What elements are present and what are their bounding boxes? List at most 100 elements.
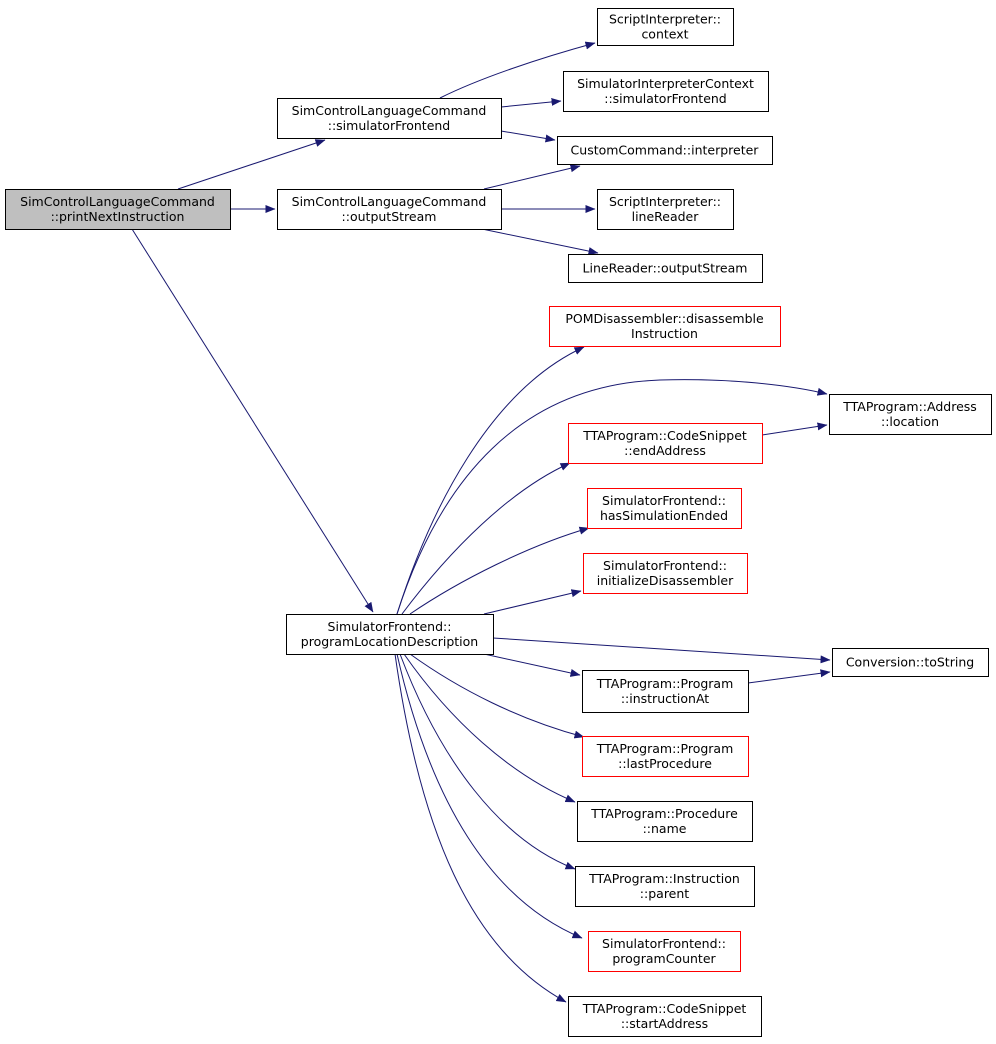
node-label-line: SimulatorInterpreterContext [577, 76, 754, 91]
node-box [587, 488, 742, 529]
node-box [277, 189, 502, 230]
node-n13[interactable]: SimulatorFrontend::initializeDisassemble… [583, 553, 748, 594]
edge-n3-n10 [396, 379, 828, 615]
node-box [563, 71, 769, 112]
node-label-line: TTAProgram::CodeSnippet [582, 428, 747, 443]
node-n17[interactable]: TTAProgram::Procedure::name [577, 801, 753, 842]
node-label-line: ::name [643, 821, 687, 836]
edge-n3-n12 [409, 526, 590, 615]
node-box [583, 553, 748, 594]
node-label-line: Instruction [631, 326, 698, 341]
node-n0[interactable]: SimControlLanguageCommand::printNextInst… [5, 189, 231, 230]
node-label-line: SimControlLanguageCommand [292, 194, 487, 209]
node-label-line: TTAProgram::Procedure [590, 806, 738, 821]
node-n15[interactable]: TTAProgram::Program::instructionAt [582, 670, 749, 713]
edge-n2-n8 [481, 228, 599, 255]
node-n7[interactable]: ScriptInterpreter::lineReader [597, 189, 734, 230]
node-label-line: ::simulatorFrontend [604, 91, 727, 106]
node-label-line: LineReader::outputStream [583, 261, 748, 276]
edge-n3-n18 [399, 653, 576, 870]
node-label-line: ::printNextInstruction [51, 209, 185, 224]
node-label-line: SimulatorFrontend:: [602, 493, 726, 508]
node-n4[interactable]: ScriptInterpreter::context [597, 8, 734, 46]
node-box [277, 98, 502, 139]
node-box [588, 931, 741, 972]
node-label-line: SimulatorFrontend:: [603, 558, 727, 573]
node-n3[interactable]: SimulatorFrontend::programLocationDescri… [286, 614, 494, 655]
node-label-line: SimulatorFrontend:: [328, 619, 452, 634]
node-box [286, 614, 494, 655]
edge-n1-n5 [500, 97, 562, 108]
node-box [557, 136, 773, 165]
node-n1[interactable]: SimControlLanguageCommand::simulatorFron… [277, 98, 502, 139]
node-box [577, 801, 753, 842]
node-label-line: ::outputStream [342, 209, 437, 224]
node-box [568, 996, 762, 1037]
node-label-line: SimControlLanguageCommand [292, 103, 487, 118]
edge-n0-n3 [131, 228, 374, 613]
node-box [568, 423, 763, 464]
node-box [597, 189, 734, 230]
node-label-line: TTAProgram::Address [842, 399, 977, 414]
node-label-line: ScriptInterpreter:: [609, 194, 721, 209]
node-label-line: TTAProgram::Program [596, 676, 734, 691]
edge-n2-n6 [483, 164, 581, 190]
node-label-line: lineReader [632, 209, 700, 224]
node-box [5, 189, 231, 230]
edge-n3-n9 [396, 346, 585, 615]
node-label-line: ::parent [640, 886, 689, 901]
node-label-line: TTAProgram::CodeSnippet [582, 1001, 747, 1016]
node-n11[interactable]: TTAProgram::CodeSnippet::endAddress [568, 423, 763, 464]
node-label-line: ::simulatorFrontend [328, 118, 451, 133]
node-label-line: hasSimulationEnded [600, 508, 728, 523]
node-label-line: ::lastProcedure [618, 756, 712, 771]
node-n10[interactable]: TTAProgram::Address::location [829, 394, 992, 435]
node-box [832, 648, 989, 677]
edge-n0-n1 [177, 139, 326, 190]
edge-n3-n16 [409, 653, 585, 739]
node-label-line: POMDisassembler::disassemble [565, 311, 764, 326]
node-n16[interactable]: TTAProgram::Program::lastProcedure [582, 736, 749, 777]
node-label-line: TTAProgram::Program [596, 741, 734, 756]
node-n8[interactable]: LineReader::outputStream [568, 254, 763, 283]
node-box [829, 394, 992, 435]
node-label-line: CustomCommand::interpreter [571, 143, 760, 158]
node-label-line: SimControlLanguageCommand [20, 194, 215, 209]
node-label-line: programCounter [612, 951, 716, 966]
edge-n1-n6 [500, 130, 556, 143]
node-n20[interactable]: TTAProgram::CodeSnippet::startAddress [568, 996, 762, 1037]
edge-n3-n11 [401, 462, 571, 615]
edge-n3-n14 [492, 637, 831, 664]
node-n5[interactable]: SimulatorInterpreterContext::simulatorFr… [563, 71, 769, 112]
node-box [582, 736, 749, 777]
node-n2[interactable]: SimControlLanguageCommand::outputStream [277, 189, 502, 230]
node-label-line: ScriptInterpreter:: [609, 12, 721, 27]
edge-n3-n15 [483, 653, 581, 677]
node-box [575, 866, 755, 907]
node-n19[interactable]: SimulatorFrontend::programCounter [588, 931, 741, 972]
node-label-line: ::endAddress [624, 443, 706, 458]
node-n14[interactable]: Conversion::toString [832, 648, 989, 677]
edge-n3-n13 [483, 589, 582, 615]
node-label-line: SimulatorFrontend:: [602, 936, 726, 951]
node-n12[interactable]: SimulatorFrontend::hasSimulationEnded [587, 488, 742, 529]
edge-n3-n17 [403, 653, 576, 803]
node-label-line: ::instructionAt [621, 691, 709, 706]
node-label-line: programLocationDescription [301, 634, 478, 649]
node-box [582, 670, 749, 713]
edge-n3-n20 [394, 653, 567, 1003]
node-label-line: context [641, 27, 688, 42]
node-label-line: Conversion::toString [846, 655, 974, 670]
edge-n3-n19 [396, 653, 583, 939]
edge-n15-n14 [747, 669, 831, 684]
node-box [549, 306, 781, 347]
node-n6[interactable]: CustomCommand::interpreter [557, 136, 773, 165]
node-n18[interactable]: TTAProgram::Instruction::parent [575, 866, 755, 907]
node-label-line: TTAProgram::Instruction [588, 871, 740, 886]
node-label-line: ::location [881, 414, 939, 429]
edge-n11-n10 [761, 422, 828, 436]
node-label-line: initializeDisassembler [597, 573, 734, 588]
node-box [568, 254, 763, 283]
